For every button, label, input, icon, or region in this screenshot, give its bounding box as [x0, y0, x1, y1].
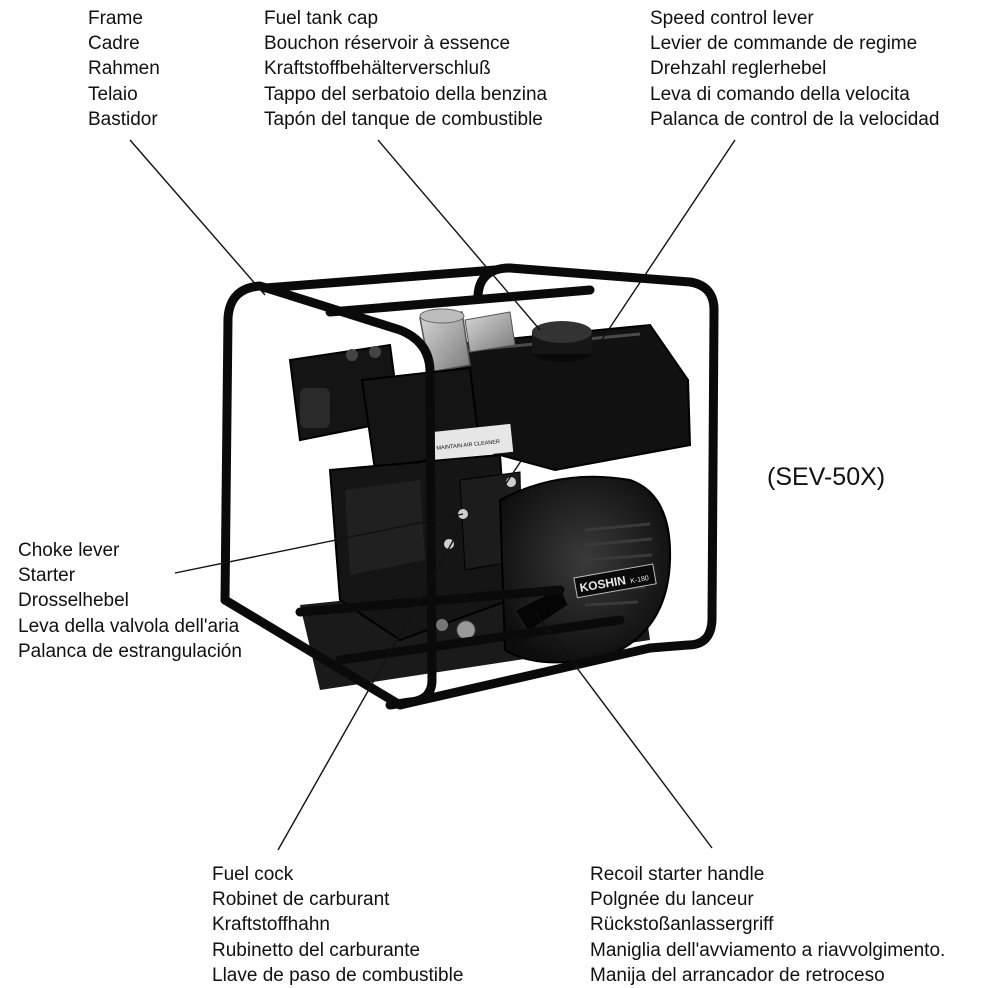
fuel-cock-en: Fuel cock — [212, 864, 294, 885]
frame-de: Rahmen — [88, 58, 160, 80]
brand-model: K-180 — [630, 575, 650, 585]
engine-body: MAINTAIN AIR CLEANER KOSHIN K-180 — [288, 308, 692, 690]
recoil-de: Rückstoßanlassergriff — [590, 914, 774, 936]
choke-en: Choke lever — [18, 540, 120, 561]
fuel-cap-en: Fuel tank cap — [264, 8, 379, 29]
leader-fuel-cap — [377, 139, 541, 331]
fuel-cap-it: Tappo del serbatoio della benzina — [264, 83, 548, 105]
leader-frame — [129, 139, 266, 296]
speed-lever-es: Palanca de control de la velocidad — [650, 108, 940, 130]
brand-plate: KOSHIN K-180 — [573, 563, 657, 599]
choke-it: Leva della valvola dell'aria — [18, 615, 240, 637]
frame-part — [220, 263, 719, 710]
frame-es: Bastidor — [88, 108, 158, 130]
fuel-cock-es: Llave de paso de combustible — [212, 964, 464, 986]
callout-recoil-starter-handle: Recoil starter handle Polgnée du lanceur… — [590, 862, 945, 988]
choke-es: Palanca de estrangulación — [18, 640, 242, 662]
recoil-es: Manija del arrancador de retroceso — [590, 964, 885, 986]
leader-lines — [129, 139, 736, 851]
fuel-cap-de: Kraftstoffbehälterverschluß — [264, 58, 491, 80]
model-label: (SEV-50X) — [767, 463, 886, 491]
leader-choke — [174, 513, 464, 574]
speed-lever-fr: Levier de commande de regime — [650, 33, 918, 55]
frame-fr: Cadre — [88, 33, 140, 55]
recoil-it: Maniglia dell'avviamento a riavvolgiment… — [590, 939, 946, 961]
callout-fuel-tank-cap: Fuel tank cap Bouchon réservoir à essenc… — [264, 6, 547, 132]
leader-recoil — [534, 611, 713, 849]
leader-fuel-cock — [277, 524, 463, 851]
leader-speed-lever — [504, 139, 736, 486]
callout-choke-lever: Choke lever Starter Drosselhebel Leva de… — [18, 538, 242, 664]
callout-speed-control-lever: Speed control lever Levier de commande d… — [650, 6, 939, 132]
callout-frame: Frame Cadre Rahmen Telaio Bastidor — [88, 6, 160, 132]
choke-fr: Starter — [18, 565, 76, 587]
speed-lever-de: Drehzahl reglerhebel — [650, 58, 827, 80]
fuel-cock-it: Rubinetto del carburante — [212, 939, 421, 961]
recoil-en: Recoil starter handle — [590, 864, 765, 885]
frame-en: Frame — [88, 8, 143, 29]
speed-lever-en: Speed control lever — [650, 8, 814, 29]
recoil-fr: Polgnée du lanceur — [590, 889, 754, 911]
fuel-cap-part — [532, 321, 592, 362]
fuel-cap-fr: Bouchon réservoir à essence — [264, 33, 511, 55]
callout-fuel-cock: Fuel cock Robinet de carburant Kraftstof… — [212, 862, 463, 988]
frame-it: Telaio — [88, 83, 138, 105]
fuel-cock-de: Kraftstoffhahn — [212, 914, 330, 936]
choke-de: Drosselhebel — [18, 590, 129, 612]
fuel-cap-es: Tapón del tanque de combustible — [264, 108, 543, 130]
fuel-cock-fr: Robinet de carburant — [212, 889, 390, 911]
speed-lever-it: Leva di comando della velocita — [650, 83, 910, 105]
